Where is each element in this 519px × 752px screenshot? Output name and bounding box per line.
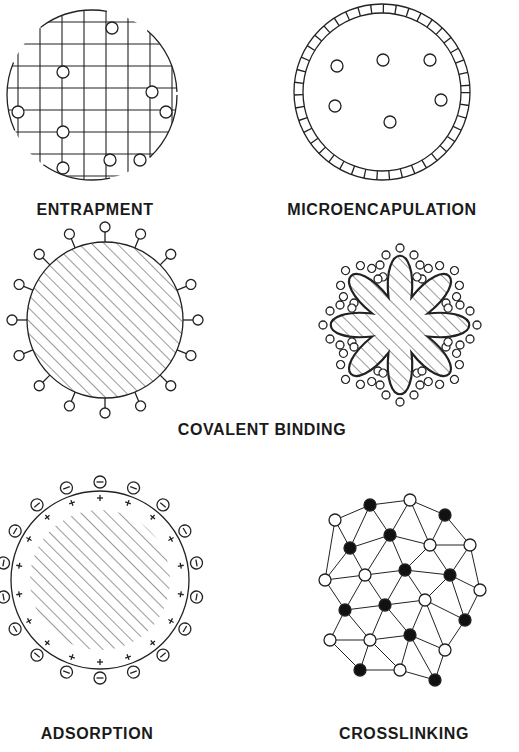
caption-label: COVALENT BINDING [178,420,346,439]
caption-label: ADSORPTION [41,724,154,743]
caption-label: ENTRAPMENT [36,200,153,219]
crosslink-network-figure [319,494,486,686]
entrapment-figure [0,0,190,190]
covalent-sphere-figure [7,222,203,418]
caption-label: MICROENCAPULATION [287,200,476,219]
covalent-blob-figure [319,244,481,406]
microcapsule-figure [294,4,470,180]
caption-label: CROSSLINKING [339,724,469,743]
adsorption-figure [0,476,203,684]
